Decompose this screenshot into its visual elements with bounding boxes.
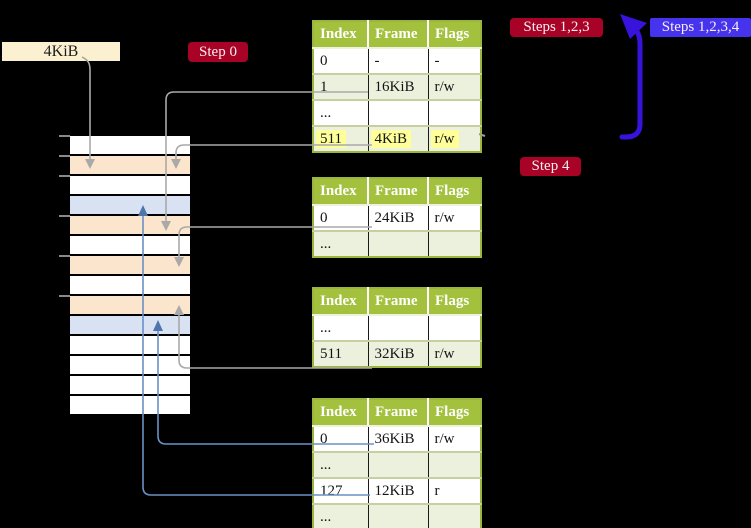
memory-frame-row-white (70, 276, 190, 296)
cell-flags (428, 451, 481, 478)
cell-flags (428, 503, 481, 528)
header-frame: Frame (368, 399, 429, 427)
cell-index: ... (313, 503, 369, 528)
cell-frame: 32KiB (368, 340, 429, 367)
arrow-steps-1-2-3-4-loop (619, 14, 647, 140)
badge-step-4: Step 4 (520, 157, 581, 176)
memory-tick (59, 155, 70, 157)
memory-tick (59, 295, 70, 297)
memory-frame-row-white (70, 356, 190, 376)
frame-size-label: 4KiB (2, 42, 120, 61)
cell-index: 511 (313, 125, 369, 152)
cell-frame: - (368, 48, 429, 74)
table-row: ... (313, 99, 481, 126)
memory-frame-row-orange (70, 256, 190, 276)
memory-tick (59, 255, 70, 257)
cell-flags: r/w (428, 426, 481, 452)
cell-frame (368, 230, 429, 257)
highlighted-value: r/w (430, 129, 459, 148)
memory-frame-row-white (70, 236, 190, 256)
memory-frame-row-orange (70, 216, 190, 236)
table-row: ... (313, 503, 481, 528)
memory-frame-row-blue (70, 196, 190, 216)
cell-frame: 36KiB (368, 426, 429, 452)
memory-frame-row-white (70, 396, 190, 416)
highlighted-value: 4KiB (370, 129, 412, 148)
cell-index: ... (313, 99, 369, 126)
memory-tick (59, 135, 70, 137)
table-row: ... (313, 451, 481, 478)
cell-index: ... (313, 451, 369, 478)
memory-frame-row-white (70, 336, 190, 356)
cell-index: ... (313, 315, 369, 341)
cell-frame (368, 315, 429, 341)
cell-frame (368, 451, 429, 478)
cell-frame: 16KiB (368, 73, 429, 100)
cell-index: 0 (313, 426, 369, 452)
physical-memory-column (70, 136, 190, 416)
highlighted-value: 511 (316, 129, 346, 148)
cell-frame: 12KiB (368, 477, 429, 504)
badge-step-0: Step 0 (188, 42, 248, 62)
memory-frame-row-white (70, 376, 190, 396)
header-frame: Frame (368, 178, 429, 206)
badge-steps-1-2-3: Steps 1,2,3 (510, 18, 603, 37)
header-flags: Flags (428, 178, 481, 206)
memory-frame-row-orange (70, 296, 190, 316)
cell-flags (428, 99, 481, 126)
cell-index: 1 (313, 73, 369, 100)
header-index: Index (313, 399, 369, 427)
cell-flags: r/w (428, 205, 481, 231)
cell-flags (428, 315, 481, 341)
header-flags: Flags (428, 288, 481, 316)
header-index: Index (313, 21, 369, 49)
cell-index: 0 (313, 48, 369, 74)
table-row: 0-- (313, 48, 481, 74)
cell-flags: - (428, 48, 481, 74)
cell-index: ... (313, 230, 369, 257)
header-flags: Flags (428, 399, 481, 427)
cell-flags: r (428, 477, 481, 504)
cell-frame: 24KiB (368, 205, 429, 231)
cell-frame (368, 503, 429, 528)
cell-index: 0 (313, 205, 369, 231)
header-index: Index (313, 288, 369, 316)
table-row: ... (313, 315, 481, 341)
memory-frame-row-white (70, 136, 190, 156)
memory-frame-row-orange (70, 156, 190, 176)
cell-index: 511 (313, 340, 369, 367)
badge-steps-1-2-3-4: Steps 1,2,3,4 (650, 18, 751, 37)
memory-frame-row-blue (70, 316, 190, 336)
cell-frame (368, 99, 429, 126)
header-index: Index (313, 178, 369, 206)
table-row: ... (313, 230, 481, 257)
header-flags: Flags (428, 21, 481, 49)
header-frame: Frame (368, 288, 429, 316)
cell-flags: r/w (428, 125, 481, 152)
cell-flags: r/w (428, 340, 481, 367)
memory-tick (59, 215, 70, 217)
cell-flags (428, 230, 481, 257)
memory-tick (59, 175, 70, 177)
cell-frame: 4KiB (368, 125, 429, 152)
table-row: 511 4KiB r/w (313, 125, 481, 152)
cell-index: 127 (313, 477, 369, 504)
cell-flags: r/w (428, 73, 481, 100)
header-frame: Frame (368, 21, 429, 49)
memory-frame-row-white (70, 176, 190, 196)
